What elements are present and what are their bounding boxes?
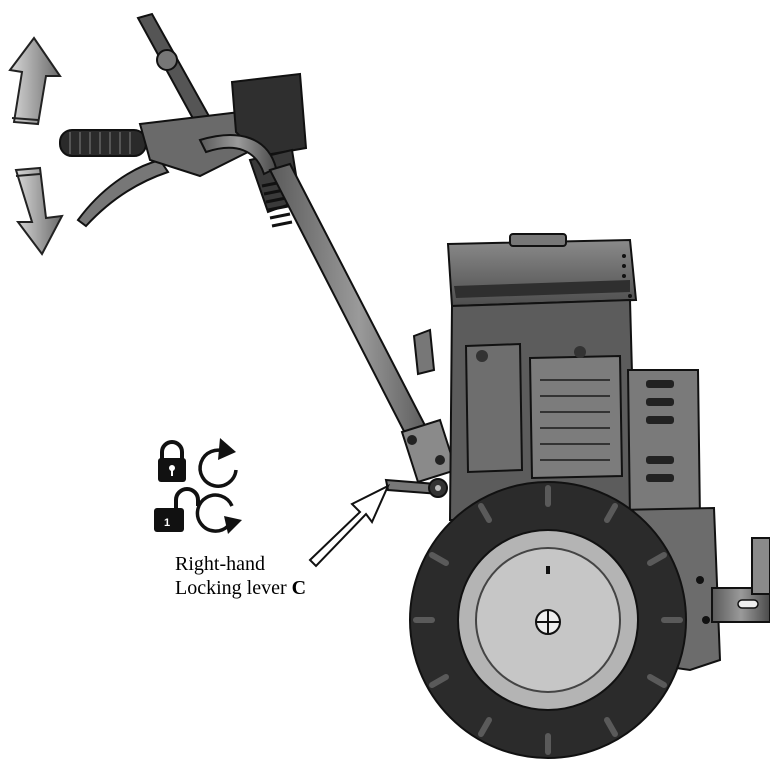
wheel — [409, 481, 687, 759]
handlebar-assembly — [59, 12, 308, 228]
caption-line-2: Locking lever C — [175, 576, 306, 600]
unlock-badge: 1 — [164, 517, 170, 529]
height-adjust-up-arrow — [8, 36, 62, 126]
height-adjust-down-arrow — [14, 166, 64, 256]
handle-tube — [268, 162, 458, 484]
lock-closed-icon — [158, 440, 186, 482]
engine — [412, 233, 638, 521]
caption-lever-letter: C — [291, 577, 307, 599]
rotate-clockwise-icon — [198, 438, 238, 488]
caption-line-1: Right-hand — [175, 553, 265, 575]
drive-shaft — [711, 537, 770, 623]
clutch-lever — [76, 158, 170, 228]
caption-line-2-text: Locking lever — [175, 577, 292, 599]
handle-grip — [59, 129, 147, 157]
rotate-counterclockwise-icon — [195, 493, 242, 534]
lock-open-icon: 1 — [154, 487, 200, 532]
figure-caption: Right-hand Locking lever C — [175, 552, 306, 600]
pointer-arrow — [308, 483, 391, 568]
